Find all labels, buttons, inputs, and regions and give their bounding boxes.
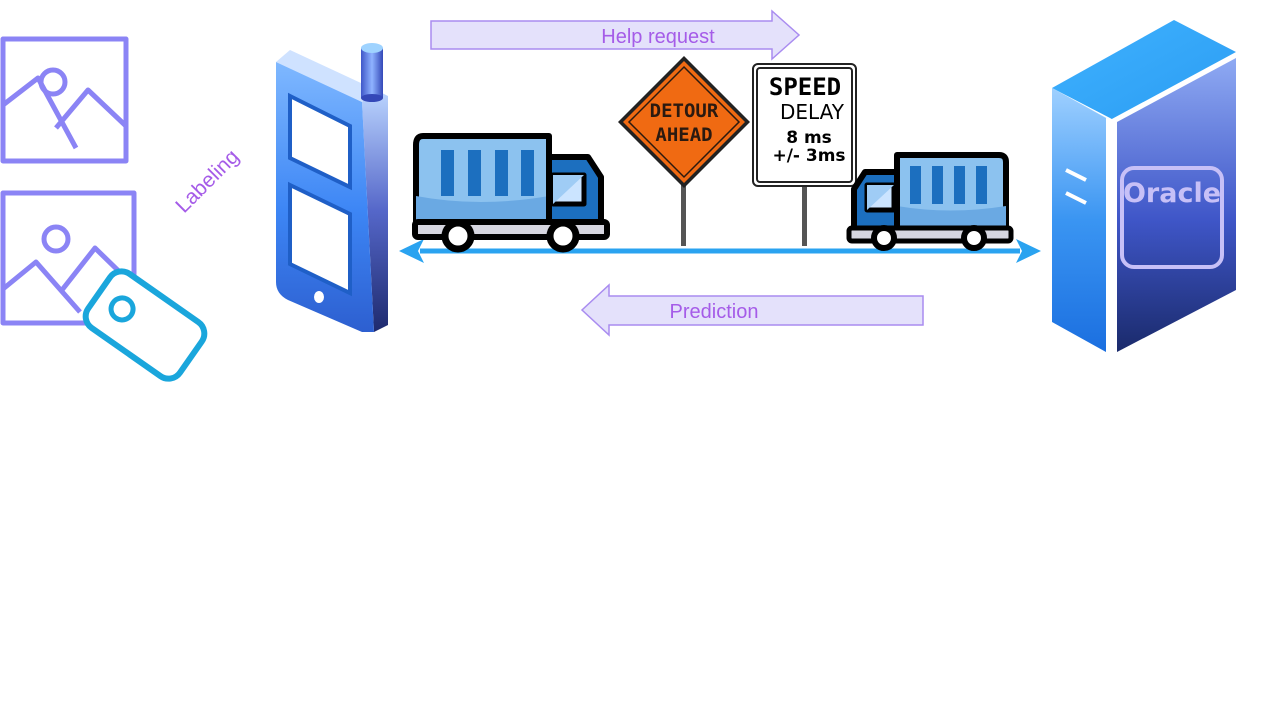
oracle-label: Oracle: [1123, 178, 1221, 209]
tag-icon: [82, 268, 208, 382]
speed-sign-line2: DELAY: [780, 100, 845, 124]
help-request-arrow: Help request: [430, 9, 801, 61]
speed-sign-post: [802, 180, 807, 246]
speed-sign-line1: SPEED: [769, 73, 841, 101]
speed-sign-line4: +/- 3ms: [772, 146, 845, 166]
prediction-label: Prediction: [670, 301, 759, 323]
detour-sign-line2: AHEAD: [655, 124, 712, 146]
help-request-label: Help request: [601, 26, 715, 48]
server-icon: Oracle: [1052, 20, 1236, 352]
truck-icon: [412, 133, 610, 253]
phone-device-icon: [276, 43, 388, 332]
detour-sign-post: [681, 180, 686, 246]
network-link-road: [399, 239, 1041, 263]
prediction-arrow: Prediction: [580, 283, 924, 337]
antenna-icon: [361, 43, 383, 102]
truck-icon: [846, 152, 1014, 251]
labeling-text: Labeling: [171, 145, 243, 217]
speed-sign-line3: 8 ms: [786, 128, 832, 148]
detour-sign: DETOUR AHEAD: [618, 56, 750, 188]
image-icon: [0, 36, 129, 164]
detour-sign-line1: DETOUR: [650, 100, 719, 122]
speed-delay-sign: SPEED DELAY 8 ms +/- 3ms: [752, 63, 857, 187]
